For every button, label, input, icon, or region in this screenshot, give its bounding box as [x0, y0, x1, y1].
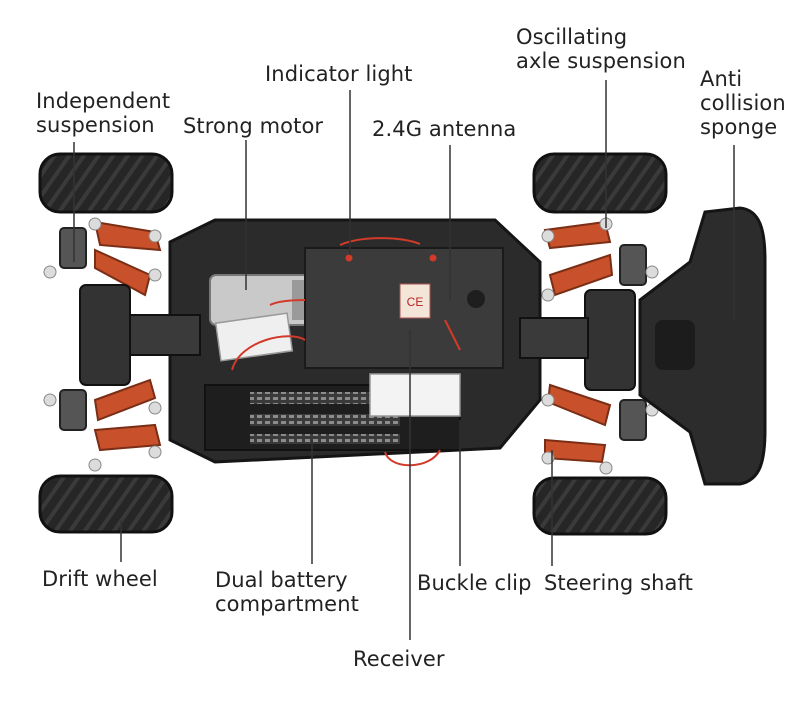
label-drift-wheel: Drift wheel: [42, 567, 158, 591]
ce-sticker: CE: [399, 283, 431, 319]
label-oscillating-axle: Oscillating axle suspension: [516, 25, 686, 73]
label-strong-motor: Strong motor: [183, 114, 324, 138]
front-left-wheel: [38, 152, 174, 214]
label-anti-collision: Anti collision sponge: [700, 67, 786, 139]
leader-lines: [73, 80, 735, 640]
left-suspension: [59, 220, 201, 452]
bumper-sponge: [638, 206, 767, 486]
front-right-wheel: [532, 152, 668, 214]
rear-right-wheel: [532, 476, 668, 536]
right-screws: [541, 217, 659, 475]
ce-sticker-text: CE: [407, 295, 424, 309]
receiver-box: CE: [304, 247, 504, 369]
label-independent-suspension: Independent suspension: [36, 89, 171, 137]
right-suspension: [519, 220, 647, 464]
label-steering-shaft: Steering shaft: [544, 571, 693, 595]
label-buckle-clip: Buckle clip: [417, 571, 532, 595]
left-screws: [43, 217, 162, 472]
battery-compartment: [204, 373, 461, 451]
label-antenna: 2.4G antenna: [372, 117, 517, 141]
label-receiver: Receiver: [353, 647, 445, 671]
wires: [231, 237, 461, 467]
label-indicator-light: Indicator light: [265, 62, 413, 86]
label-dual-battery: Dual battery compartment: [215, 568, 359, 616]
rear-left-wheel: [38, 474, 174, 534]
